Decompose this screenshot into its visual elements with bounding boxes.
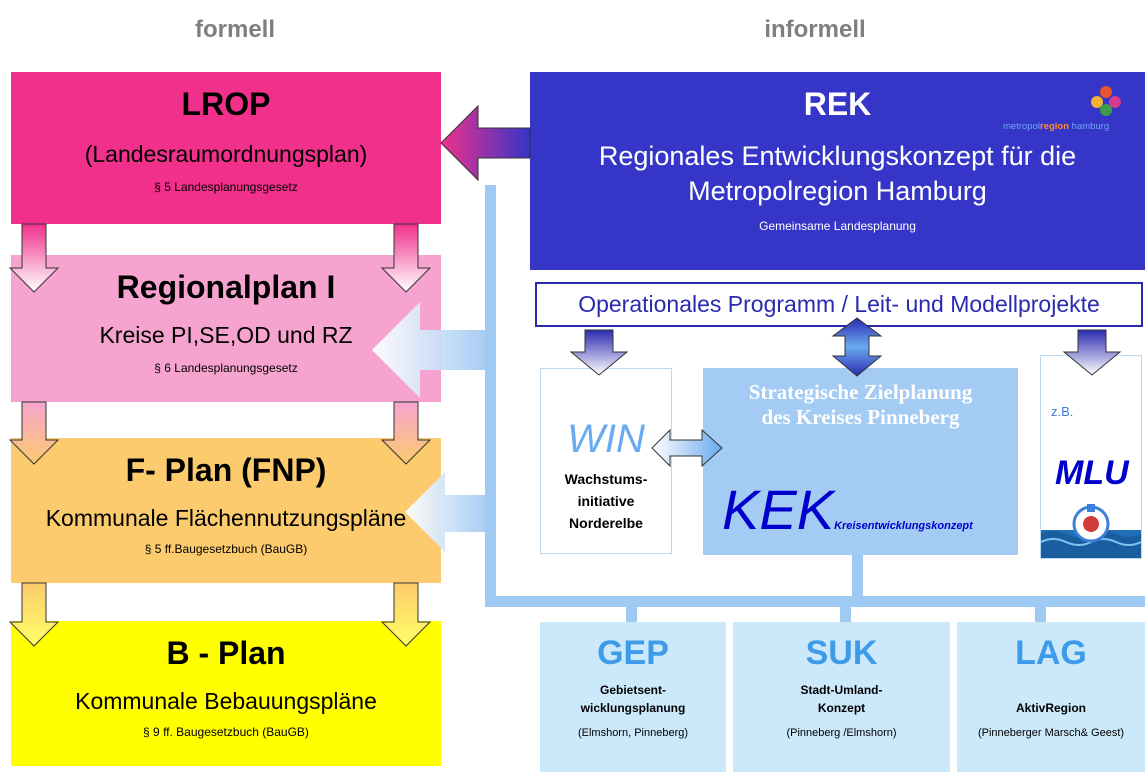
suk-line1: Stadt-Umland- [800, 683, 883, 697]
bplan-law: § 9 ff. Baugesetzbuch (BauGB) [143, 725, 309, 739]
suk-place: (Pinneberg /Elmshorn) [786, 727, 897, 739]
lrop-box: LROP (Landesraumordnungsplan) § 5 Landes… [11, 72, 441, 224]
bplan-box: B - Plan Kommunale Bebauungspläne § 9 ff… [11, 621, 441, 766]
fplan-law: § 5 ff.Baugesetzbuch (BauGB) [144, 542, 308, 556]
gep-line1: Gebietsent- [599, 683, 666, 697]
kek-box: Strategische Zielplanung des Kreises Pin… [703, 368, 1018, 555]
rek-line2: Metropolregion Hamburg [688, 176, 987, 206]
connector-gep [626, 600, 637, 622]
metropolregion-logo-icon [1088, 86, 1128, 116]
regionalplan-subtitle: Kreise PI,SE,OD und RZ [99, 322, 353, 348]
win-line2: initiative [577, 493, 635, 509]
lag-place: (Pinneberger Marsch& Geest) [977, 727, 1125, 739]
kek-small: Kreisentwicklungskonzept [834, 520, 973, 532]
connector-vertical-left [485, 185, 496, 607]
kek-title: KEKKreisentwicklungskonzept [722, 478, 973, 541]
regionalplan-box: Regionalplan I Kreise PI,SE,OD und RZ § … [11, 255, 441, 402]
gep-box: GEP Gebietsent- wicklungsplanung (Elmsho… [540, 622, 726, 772]
suk-title: SUK [805, 634, 878, 672]
mlu-logo-icon [1040, 500, 1142, 558]
fplan-box: F- Plan (FNP) Kommunale Flächennutzungsp… [11, 438, 441, 583]
win-line3: Norderelbe [569, 515, 643, 531]
operational-program-label: Operationales Programm / Leit- und Model… [578, 291, 1100, 317]
rek-sub: Gemeinsame Landesplanung [759, 219, 916, 233]
bplan-title: B - Plan [166, 635, 286, 671]
lrop-subtitle: (Landesraumordnungsplan) [84, 141, 368, 167]
mlu-zb: z.B. [1051, 404, 1074, 419]
lrop-law: § 5 Landesplanungsgesetz [154, 180, 298, 194]
win-box: WIN Wachstums- initiative Norderelbe [540, 368, 672, 554]
header-informell: informell [764, 16, 866, 43]
connector-lag [1035, 600, 1046, 622]
fplan-subtitle: Kommunale Flächennutzungspläne [45, 505, 407, 531]
arrow-updown-icon [831, 317, 883, 377]
mlu-title: MLU [1055, 454, 1129, 492]
kek-line1: Strategische Zielplanung [748, 380, 973, 404]
gep-line2: wicklungsplanung [580, 701, 686, 715]
arrow-down-icon [1062, 329, 1122, 376]
connector-kek-down [852, 555, 863, 600]
arrow-down-icon [569, 329, 629, 376]
lag-line2: AktivRegion [1015, 701, 1086, 715]
rek-box: REK Regionales Entwicklungskonzept für d… [530, 72, 1145, 270]
arrow-left-icon [440, 104, 531, 182]
header-formell: formell [194, 16, 275, 43]
lag-title: LAG [1015, 634, 1087, 672]
fplan-title: F- Plan (FNP) [125, 452, 327, 488]
win-title: WIN [567, 417, 645, 461]
arrow-down-icon [380, 401, 432, 465]
metropolregion-logo-text: metropolregion hamburg [1003, 121, 1110, 132]
arrow-down-icon [380, 223, 432, 293]
bplan-subtitle: Kommunale Bebauungspläne [75, 688, 377, 714]
regionalplan-title: Regionalplan I [116, 269, 336, 305]
arrow-left-icon [372, 302, 485, 398]
gep-place: (Elmshorn, Pinneberg) [577, 727, 689, 739]
arrow-down-icon [380, 582, 432, 647]
kek-line2: des Kreises Pinneberg [761, 405, 960, 429]
arrow-down-icon [8, 223, 60, 293]
rek-line1: Regionales Entwicklungskonzept für die [598, 141, 1077, 171]
operational-program-bar: Operationales Programm / Leit- und Model… [535, 282, 1143, 327]
regionalplan-law: § 6 Landesplanungsgesetz [154, 361, 298, 375]
connector-horizontal-bottom [485, 596, 1145, 607]
arrow-left-icon [405, 472, 485, 552]
suk-line2: Konzept [817, 701, 866, 715]
connector-suk [840, 600, 851, 622]
arrow-down-icon [8, 582, 60, 647]
arrow-down-icon [8, 401, 60, 465]
rek-title: REK [803, 86, 872, 122]
gep-title: GEP [597, 634, 669, 672]
suk-box: SUK Stadt-Umland- Konzept (Pinneberg /El… [733, 622, 950, 772]
lag-box: LAG AktivRegion (Pinneberger Marsch& Gee… [957, 622, 1145, 772]
lrop-title: LROP [181, 86, 271, 122]
arrow-leftright-icon [651, 428, 723, 468]
win-line1: Wachstums- [564, 471, 648, 487]
